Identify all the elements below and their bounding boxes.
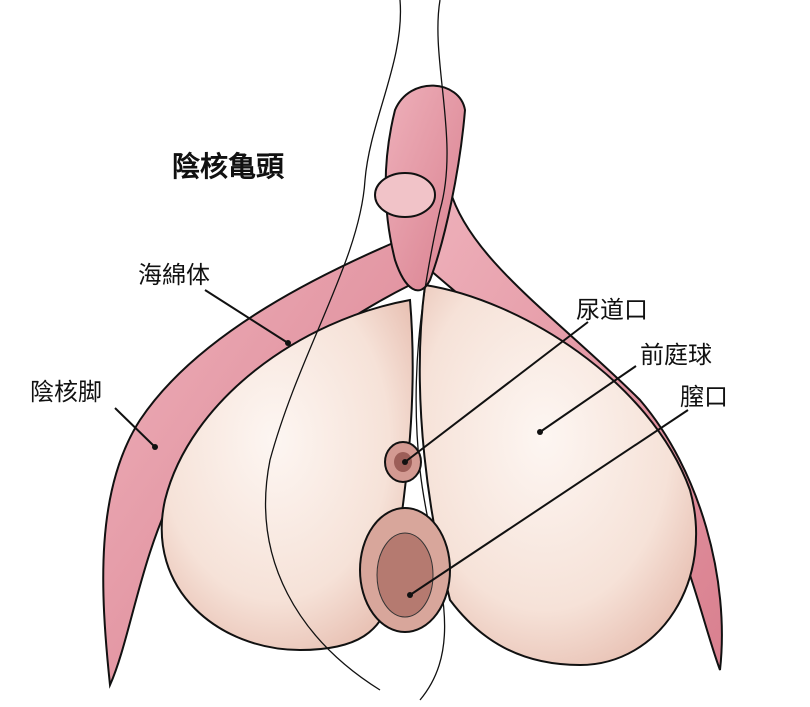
leader-dot: [407, 592, 413, 598]
leader-line-corpus-cavernosum: [204, 289, 289, 344]
label-corpus-cavernosum: 海綿体: [138, 261, 210, 289]
leader-line-crus: [114, 407, 156, 448]
leader-dot: [152, 444, 158, 450]
leader-lines: [114, 289, 689, 596]
left-vestibular-bulb: [160, 298, 414, 652]
label-vestibular-bulb: 前庭球: [640, 341, 712, 369]
leader-dot: [285, 340, 291, 346]
leader-dot: [402, 459, 408, 465]
label-glans: 陰核亀頭: [172, 150, 285, 183]
right-vestibular-bulb: [418, 283, 698, 667]
leader-dot: [537, 429, 543, 435]
leader-line-vestibular-bulb: [539, 365, 637, 433]
leader-line-vaginal-opening: [409, 409, 689, 596]
leader-line-urethral-opening: [404, 321, 589, 463]
label-urethral-opening: 尿道口: [576, 296, 648, 324]
leader-dots: [152, 340, 543, 598]
vaginal-opening-inner: [376, 532, 434, 618]
membrane-line: [264, 0, 402, 691]
label-crus: 陰核脚: [30, 378, 102, 406]
label-vaginal-opening: 膣口: [680, 383, 728, 411]
clitoral-glans: [374, 172, 436, 218]
